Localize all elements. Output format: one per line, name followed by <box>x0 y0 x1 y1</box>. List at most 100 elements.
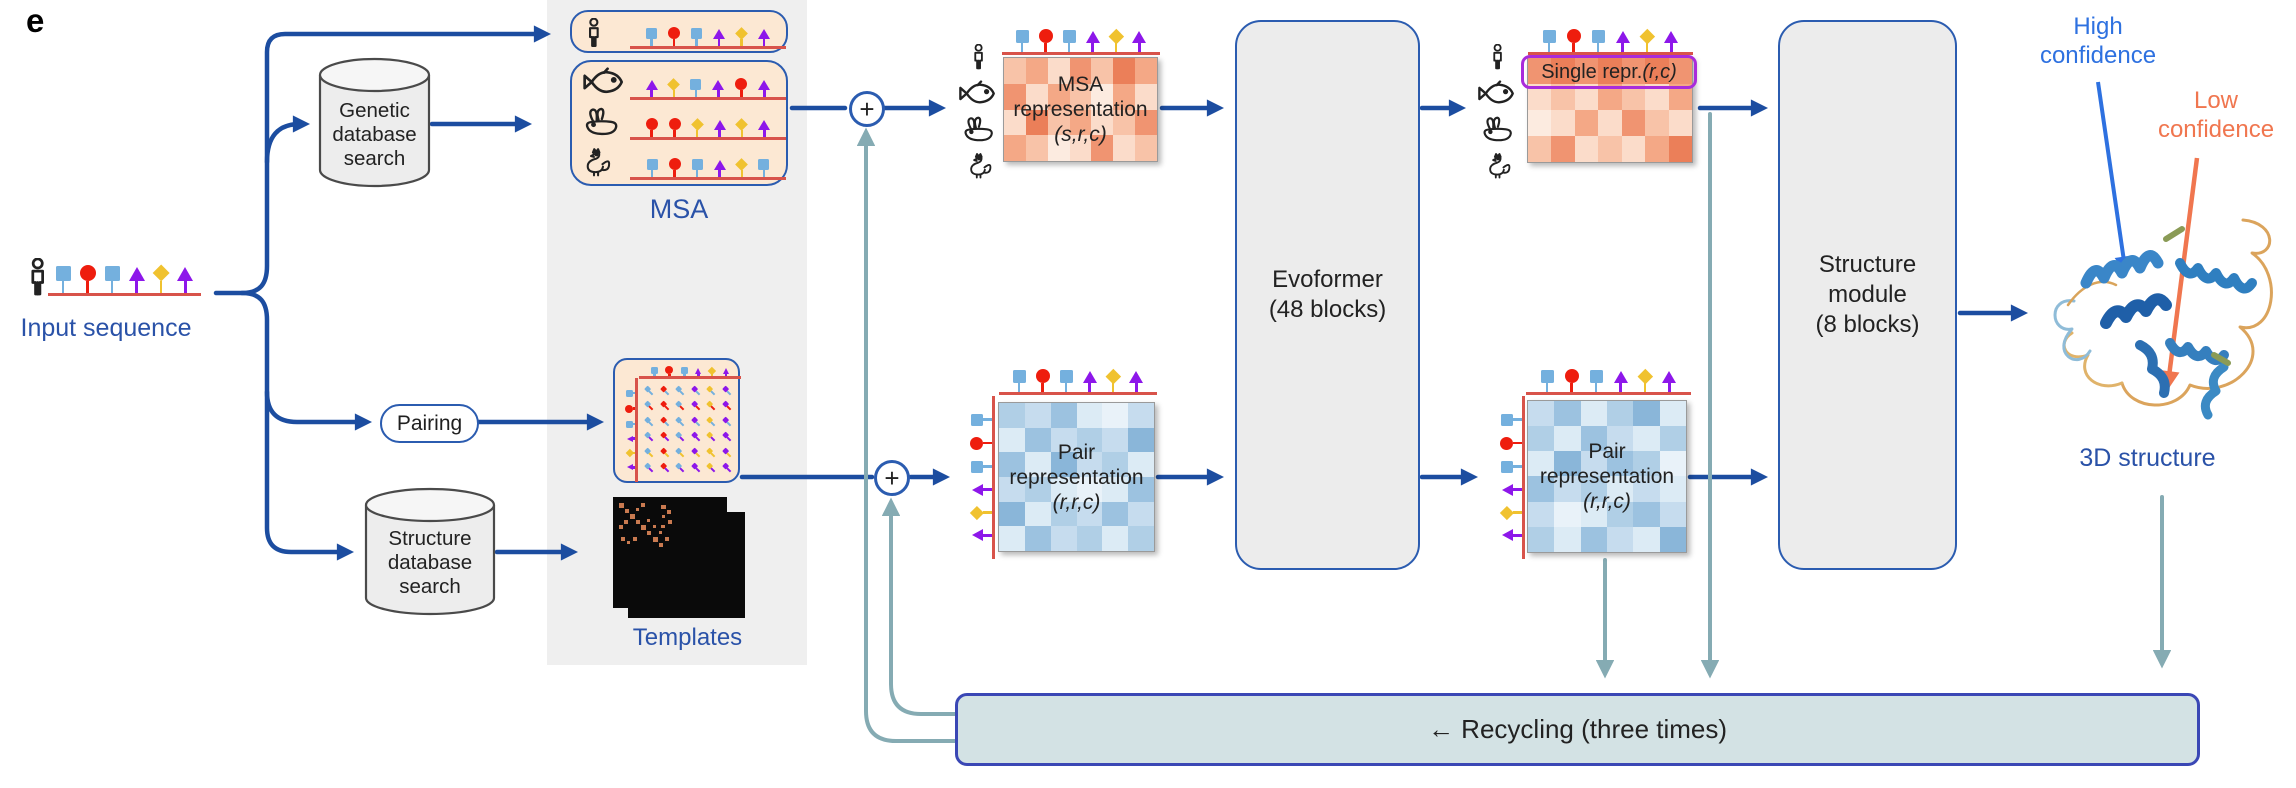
heatmap-cell <box>1004 135 1026 161</box>
marker-stem <box>135 281 138 296</box>
marker-stem <box>650 90 653 100</box>
heatmap-cell <box>1076 452 1103 477</box>
pairing-grid-cell <box>642 414 657 429</box>
di-marker-head <box>1108 28 1124 45</box>
sequence-marker <box>1564 369 1579 395</box>
3d-structure-label: 3D structure <box>2079 444 2216 472</box>
heatmap-cell <box>1528 110 1552 136</box>
heatmap-cell <box>1024 501 1051 527</box>
plus2-pair-recycle-add: + <box>874 460 910 496</box>
heatmap-cell <box>1024 427 1051 453</box>
ci-marker-head <box>625 404 633 413</box>
marker-stem <box>1064 383 1068 395</box>
heatmap-cell <box>1528 476 1555 502</box>
ci-marker-head <box>1035 369 1050 383</box>
sq-marker-head <box>971 460 983 473</box>
heatmap-cell <box>1668 84 1692 110</box>
sequence-marker <box>79 265 96 296</box>
sq-marker-head <box>650 367 658 374</box>
heatmap-cell <box>1574 136 1599 162</box>
recycling-label: ← Recycling (three times) <box>1427 714 1728 744</box>
evoformer-label-line: Evoformer <box>1272 266 1383 293</box>
pair-rep-dims: (r,r,c) <box>1052 490 1101 514</box>
heatmap-cell <box>1633 501 1660 527</box>
pair-rep-label-line: Pair <box>1588 440 1626 463</box>
heatmap-cell <box>1580 401 1607 427</box>
sequence-marker <box>668 27 680 49</box>
heatmap-cell <box>1607 476 1634 502</box>
rabbit-icon <box>1480 116 1517 148</box>
heatmap-cell <box>1621 58 1646 84</box>
di-marker-head <box>667 78 681 91</box>
pairing-grid-cell <box>673 445 688 460</box>
heatmap-cell <box>1551 110 1575 136</box>
pair-rep-label-line: Pair <box>1057 440 1096 464</box>
pair-representation2-label: Pair representation (r,r,c) <box>1527 400 1687 553</box>
rabbit-icon <box>961 116 998 148</box>
sequence-marker <box>1542 30 1556 55</box>
plus-sign: + <box>884 463 900 493</box>
marker-baseline <box>1528 52 1693 55</box>
ar-marker-head <box>1613 371 1628 383</box>
heatmap-cell <box>1128 501 1154 527</box>
template-contact-map-front <box>613 497 727 608</box>
pairing-grid-cell <box>720 461 735 476</box>
marker-stem <box>672 90 676 100</box>
sequence-marker <box>1540 370 1554 395</box>
heatmap-cell <box>1645 84 1669 110</box>
heatmap-cell <box>1551 136 1575 162</box>
marker-baseline <box>48 293 201 296</box>
marker-stem <box>672 39 676 49</box>
marker-stem <box>983 488 995 491</box>
sequence-marker <box>691 159 703 180</box>
heatmap-cell <box>999 452 1025 477</box>
heatmap-cell <box>1633 476 1660 502</box>
ar-marker-head <box>1502 483 1513 496</box>
sequence-marker <box>1615 31 1630 55</box>
structure-module: Structure module (8 blocks) <box>1778 20 1957 570</box>
ci-marker-head <box>645 118 658 130</box>
marker-stem <box>717 39 721 49</box>
sq-marker-head <box>680 367 688 374</box>
msa-alignment-box <box>570 60 788 186</box>
pairing-grid-cell <box>673 399 688 414</box>
marker-stem <box>762 39 766 49</box>
pairing-grid-cell <box>720 399 735 414</box>
heatmap-cell <box>1135 58 1157 84</box>
sequence-marker <box>1062 30 1076 55</box>
pairing-grid <box>613 358 741 483</box>
marker-stem <box>1570 383 1573 395</box>
heatmap-cell <box>1574 84 1599 110</box>
ar-marker-head <box>1132 31 1147 43</box>
heatmap-cell <box>1091 58 1114 84</box>
ar-marker-head <box>695 368 702 374</box>
heatmap-cell <box>1580 526 1607 552</box>
msa-rep-dims: (s,r,c) <box>1054 123 1107 146</box>
msa-label: MSA <box>649 194 709 224</box>
pairing-grid-cell <box>673 430 688 445</box>
heatmap-cell <box>1047 109 1070 136</box>
structure-database-cylinder: Structure database search <box>363 485 497 625</box>
marker-stem <box>1135 383 1138 395</box>
marker-stem <box>1596 43 1600 55</box>
marker-stem <box>1513 534 1525 537</box>
pairing-grid-cell <box>704 414 719 429</box>
marker-stem <box>1088 383 1091 395</box>
heatmap-cell <box>1554 501 1581 527</box>
sq-marker-head <box>758 159 770 170</box>
heatmap-cell <box>1076 476 1103 502</box>
di-marker-head <box>690 118 704 131</box>
pair-representation2-heatmap <box>1527 400 1687 553</box>
msa-representation-label: MSA representation (s,r,c) <box>1003 57 1158 162</box>
marker-stem <box>695 130 699 140</box>
sequence-marker <box>177 267 194 296</box>
marker-stem <box>86 281 89 296</box>
rabbit-icon <box>582 107 623 142</box>
heatmap-cell <box>1621 136 1646 162</box>
ci-marker-head <box>1038 29 1053 43</box>
heatmap-cell <box>1004 58 1026 84</box>
heatmap-cell <box>1024 403 1051 428</box>
marker-stem <box>740 170 744 180</box>
sq-marker-head <box>626 420 633 428</box>
